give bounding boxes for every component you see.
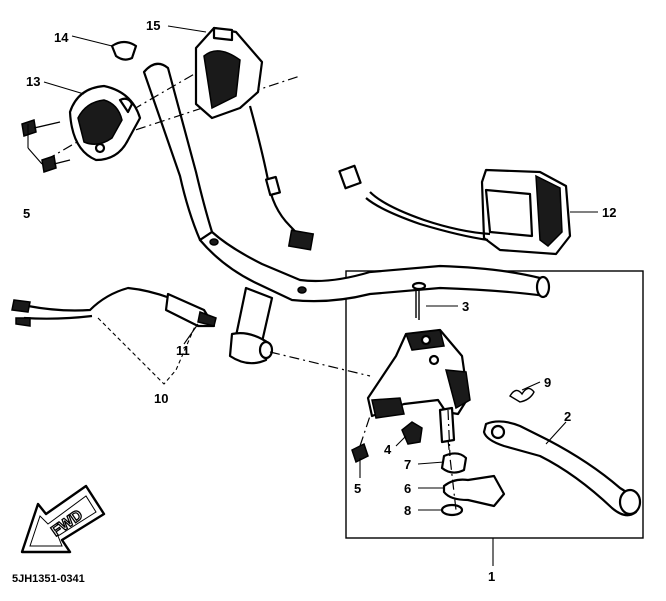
callout-15: 15 xyxy=(146,18,160,33)
callout-4: 4 xyxy=(384,442,392,457)
callout-5-left: 5 xyxy=(23,206,30,221)
handlebar-switch-upper xyxy=(194,26,315,251)
callout-8: 8 xyxy=(404,503,411,518)
callout-9: 9 xyxy=(544,375,551,390)
callout-11: 11 xyxy=(176,343,190,358)
nut-4 xyxy=(401,421,423,445)
callout-1: 1 xyxy=(488,569,495,584)
screw-left-upper xyxy=(21,119,61,137)
spring xyxy=(509,387,535,403)
collar-7 xyxy=(440,452,468,474)
drawing-code: 5JH1351-0341 xyxy=(12,573,85,585)
leader-lines xyxy=(27,25,598,511)
washer-8 xyxy=(440,503,464,517)
callout-2: 2 xyxy=(564,409,571,424)
callout-10: 10 xyxy=(154,391,168,406)
callout-7: 7 xyxy=(404,457,411,472)
fwd-arrow-icon: FWD xyxy=(20,484,106,554)
callout-14: 14 xyxy=(54,30,69,45)
callout-13: 13 xyxy=(26,74,40,89)
handlebar xyxy=(45,61,551,365)
handlebar-switch-right xyxy=(338,164,572,256)
callout-12: 12 xyxy=(602,205,616,220)
callout-6: 6 xyxy=(404,481,411,496)
small-cap xyxy=(110,40,138,61)
callout-5-lower: 5 xyxy=(354,481,361,496)
brake-lever xyxy=(482,420,642,517)
callout-3: 3 xyxy=(462,299,469,314)
switch-housing-left xyxy=(68,84,142,162)
lever-bracket xyxy=(366,328,471,444)
bolt-3 xyxy=(411,281,427,320)
screw-left-lower xyxy=(41,155,71,173)
sensor-wire xyxy=(11,286,217,328)
